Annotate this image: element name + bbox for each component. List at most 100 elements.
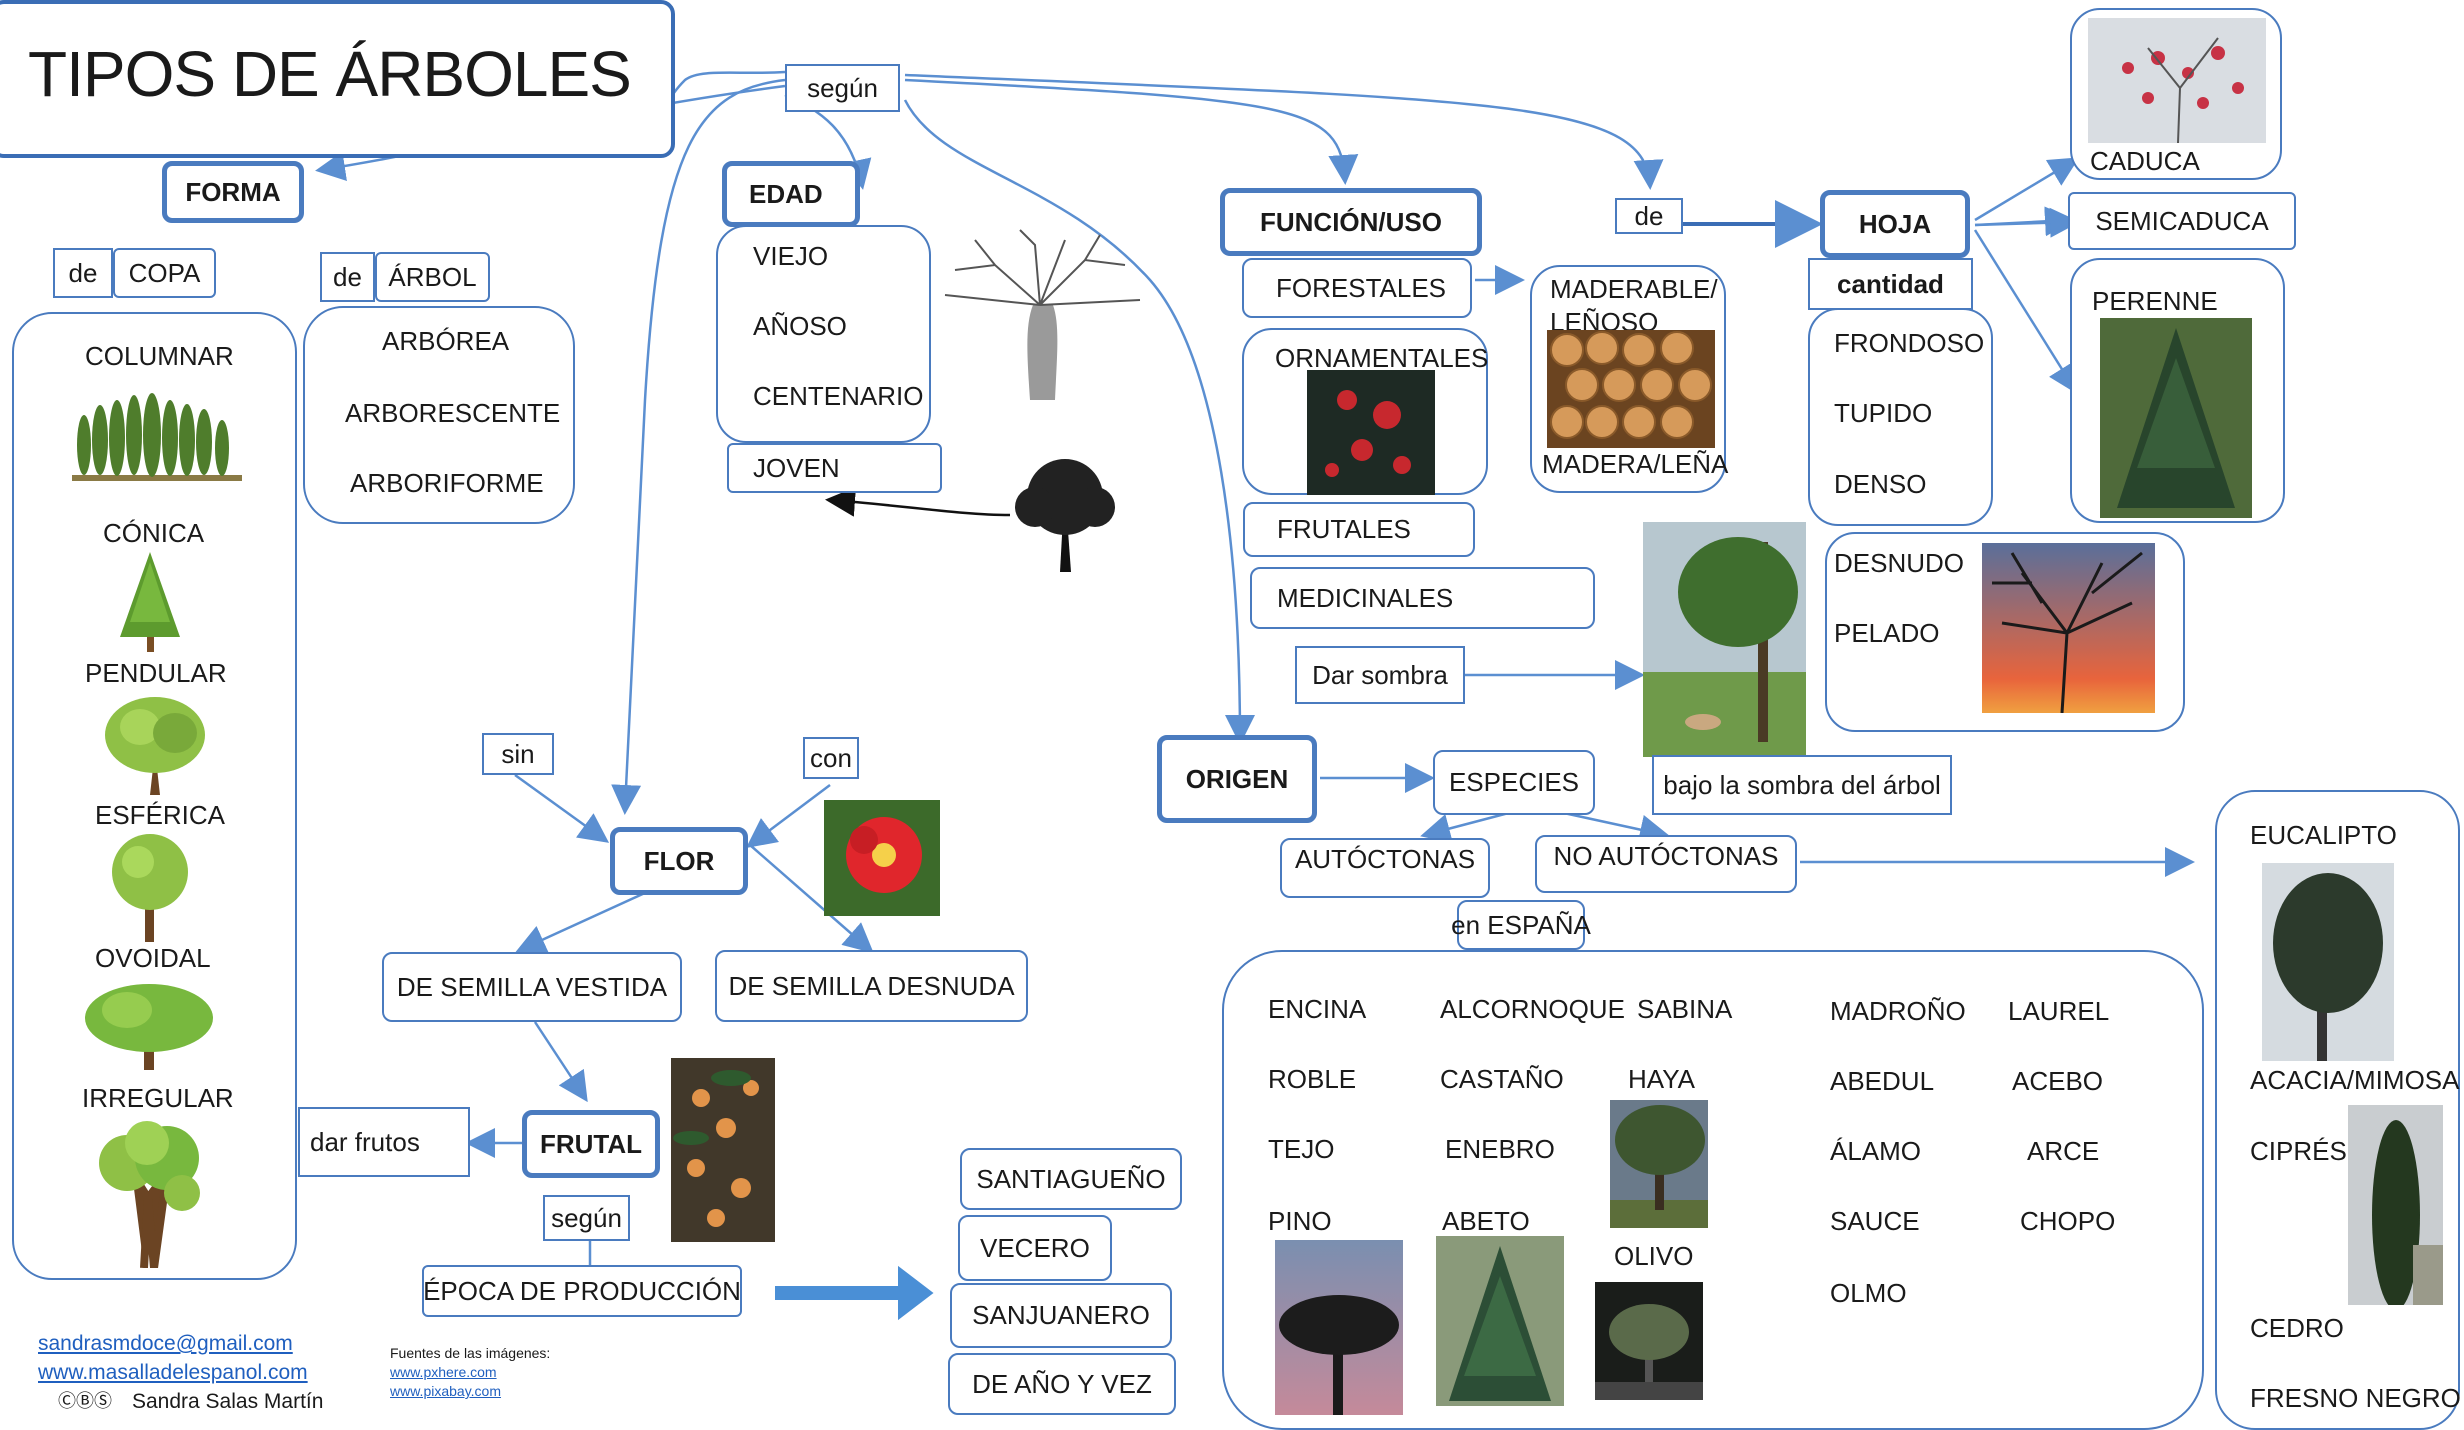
edad-list <box>716 225 931 443</box>
frutal-item: VECERO <box>958 1215 1112 1281</box>
connector-segun-frutal: según <box>543 1195 630 1241</box>
conical-tree-icon <box>120 552 180 652</box>
arbol-item: ARBORIFORME <box>350 468 544 498</box>
maderable-label: MADERABLE/ LEÑOSO <box>1550 274 1718 337</box>
cantidad-item: DENSO <box>1834 469 1927 499</box>
connector-segun-top: según <box>785 64 900 112</box>
edad-item: AÑOSO <box>753 311 847 341</box>
bare-tree-sunset-image <box>1982 543 2155 713</box>
fruit-tree-image <box>671 1058 775 1242</box>
dar-frutos-label: dar frutos <box>298 1107 470 1177</box>
perenne-tree-image <box>2100 318 2252 518</box>
page-title: TIPOS DE ÁRBOLES <box>28 38 632 110</box>
frutales-label: FRUTALES <box>1243 502 1475 557</box>
creative-commons-icon: ⒸⒷⓈ <box>58 1391 112 1411</box>
no-autoctona-item: FRESNO NEGRO <box>2250 1383 2461 1413</box>
cantidad-item: FRONDOSO <box>1834 328 1985 358</box>
shade-tree-image <box>1643 522 1806 757</box>
irregular-tree-icon <box>99 1121 200 1268</box>
species-item: ENCINA <box>1268 994 1367 1024</box>
eucalipto-tree-image <box>2262 863 2394 1061</box>
ornamentales-label: ORNAMENTALES <box>1275 343 1489 373</box>
species-item: ACEBO <box>2012 1066 2104 1096</box>
copa-item: ESFÉRICA <box>95 800 226 830</box>
connector-sin: sin <box>482 733 554 775</box>
copa-item: COLUMNAR <box>85 341 234 371</box>
madera-label: MADERA/LEÑA <box>1542 449 1729 479</box>
pendular-tree-icon <box>105 697 205 795</box>
en-espana-label: en ESPAÑA <box>1451 900 1591 950</box>
especies-label: ESPECIES <box>1433 750 1595 815</box>
species-item: ROBLE <box>1268 1064 1357 1094</box>
young-tree-silhouette <box>1015 459 1115 572</box>
semicaduca-label: SEMICADUCA <box>2068 192 2296 250</box>
cantidad-item: TUPIDO <box>1834 398 1933 428</box>
joven-label: JOVEN <box>727 443 942 493</box>
sombra-caption: bajo la sombra del árbol <box>1652 755 1952 815</box>
title-box <box>0 0 675 158</box>
author-email-link[interactable]: sandrasmdoce@gmail.com <box>38 1332 293 1355</box>
species-item: ARCE <box>2027 1136 2100 1166</box>
frutal-item: DE AÑO Y VEZ <box>948 1353 1176 1415</box>
pino-tree-image <box>1275 1240 1403 1415</box>
no-autoctona-item: CEDRO <box>2250 1313 2344 1343</box>
olivo-tree-image <box>1595 1282 1703 1400</box>
forestales-label: FORESTALES <box>1242 258 1472 318</box>
species-item: CHOPO <box>2020 1206 2116 1236</box>
species-item: ENEBRO <box>1445 1134 1555 1164</box>
hoja-node: HOJA <box>1820 190 1970 258</box>
connector-de-copa: de <box>53 248 113 298</box>
connector-con: con <box>803 737 859 779</box>
arbol-item: ARBORESCENTE <box>345 398 561 428</box>
author-site-link[interactable]: www.masalladelespanol.com <box>38 1361 308 1384</box>
copa-item: CÓNICA <box>103 518 205 548</box>
arbol-label: ÁRBOL <box>375 252 490 302</box>
no-autoctona-item: CIPRÉS <box>2250 1136 2347 1166</box>
semilla-vestida-label: DE SEMILLA VESTIDA <box>382 952 682 1022</box>
copa-label: COPA <box>113 248 216 298</box>
haya-tree-image <box>1610 1100 1708 1228</box>
species-item: LAUREL <box>2008 996 2110 1026</box>
caduca-label: CADUCA <box>2090 146 2200 176</box>
funcion-node: FUNCIÓN/USO <box>1220 188 1482 256</box>
image-source-link[interactable]: www.pxhere.com <box>390 1364 497 1380</box>
frutal-item: SANJUANERO <box>950 1283 1172 1348</box>
hibiscus-flower-image <box>824 800 940 916</box>
species-item: ABEDUL <box>1830 1066 1935 1096</box>
arbol-item: ARBÓREA <box>382 326 510 356</box>
edad-item: CENTENARIO <box>753 381 924 411</box>
autoctonas-label: AUTÓCTONAS <box>1280 838 1490 898</box>
edad-item: VIEJO <box>753 241 829 271</box>
frutal-item: SANTIAGUEÑO <box>960 1148 1182 1210</box>
caduca-tree-image <box>2088 18 2266 143</box>
cantidad-label: cantidad <box>1808 258 1973 310</box>
forma-node: FORMA <box>162 161 304 223</box>
perenne-label: PERENNE <box>2092 286 2218 316</box>
species-item: OLIVO <box>1614 1241 1694 1271</box>
epoca-produccion-label: ÉPOCA DE PRODUCCIÓN <box>422 1265 742 1317</box>
no-autoctona-item: ACACIA/MIMOSA <box>2250 1065 2460 1095</box>
copa-item: PENDULAR <box>85 658 227 688</box>
no-autoctona-item: EUCALIPTO <box>2250 820 2397 850</box>
connector-de-hoja: de <box>1615 198 1683 234</box>
connector-de-arbol: de <box>320 252 375 302</box>
author-name: Sandra Salas Martín <box>132 1390 324 1413</box>
semilla-desnuda-label: DE SEMILLA DESNUDA <box>715 950 1028 1022</box>
arbol-list <box>303 306 575 524</box>
copa-item: IRREGULAR <box>82 1083 234 1113</box>
copa-item: OVOIDAL <box>95 943 211 973</box>
species-item: PINO <box>1268 1206 1332 1236</box>
species-item: HAYA <box>1628 1064 1695 1094</box>
species-item: CASTAÑO <box>1440 1064 1564 1094</box>
species-item: ALCORNOQUE <box>1440 994 1625 1024</box>
species-item: OLMO <box>1830 1278 1907 1308</box>
species-item: ÁLAMO <box>1830 1136 1922 1166</box>
edad-node: EDAD <box>722 161 860 227</box>
spherical-tree-icon <box>112 834 188 942</box>
no-autoctonas-label: NO AUTÓCTONAS <box>1535 835 1797 893</box>
desnudo-item: PELADO <box>1834 618 1940 648</box>
species-item: SAUCE <box>1830 1206 1920 1236</box>
medicinales-label: MEDICINALES <box>1250 567 1595 629</box>
image-source-link[interactable]: www.pixabay.com <box>390 1383 502 1399</box>
